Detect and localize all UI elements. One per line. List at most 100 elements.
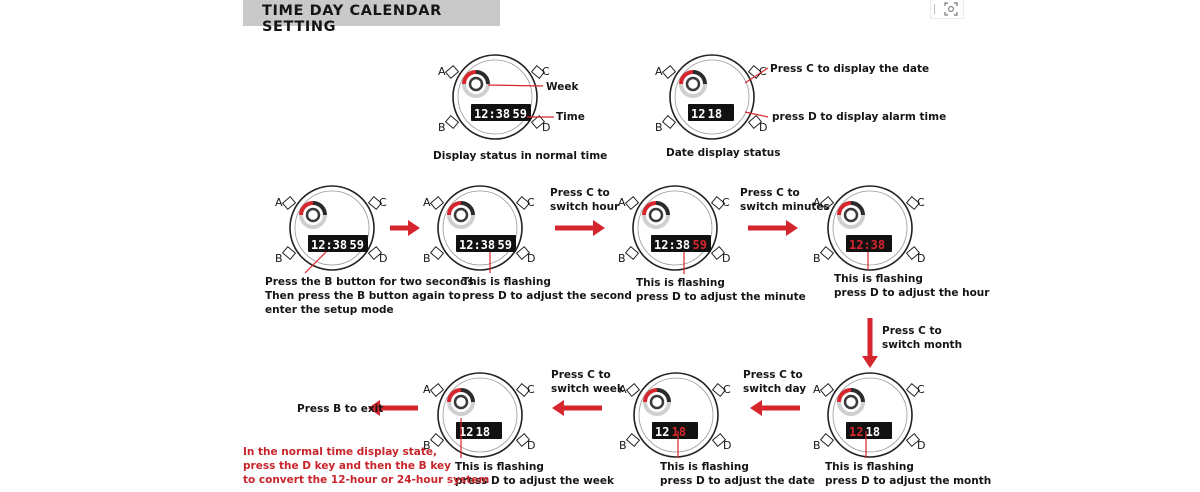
button-label-c: C	[542, 65, 550, 78]
button-label-d: D	[379, 252, 387, 265]
button-label-a: A	[619, 383, 627, 396]
watch-display-step6	[652, 422, 698, 439]
caption-normal-time: Display status in normal time	[433, 150, 608, 162]
button-label-c: C	[379, 196, 387, 209]
button-label-a: A	[423, 383, 431, 396]
flash5-line2: press D to adjust the date	[660, 475, 815, 487]
divider	[934, 4, 935, 14]
button-label-b: B	[655, 121, 663, 134]
press-c-day-line2: switch day	[743, 383, 807, 395]
display-digits-step6: 12	[655, 425, 669, 439]
display-digits-step7: 12	[459, 425, 473, 439]
watch-step1	[280, 184, 384, 272]
flash1-line2: press D to adjust the second	[462, 290, 632, 302]
display-digits-step5: 18	[866, 425, 880, 439]
press-c-min-line1: Press C to	[740, 187, 800, 199]
label-press-d-alarm: press D to display alarm time	[772, 111, 947, 123]
note-line3: to convert the 12-hour or 24-hour system	[243, 474, 490, 486]
watch-step2	[428, 184, 532, 272]
step1-line2: Then press the B button again to	[265, 290, 461, 302]
step1-line1: Press the B button for two seconds	[265, 276, 474, 288]
button-label-b: B	[813, 252, 821, 265]
watch-date	[660, 53, 764, 141]
arrow-step3-step4	[748, 220, 798, 236]
leader-week	[487, 84, 544, 87]
arrow-step4-step5	[862, 318, 878, 368]
label-week: Week	[546, 81, 579, 93]
flash2-line1: This is flashing	[636, 277, 725, 289]
display-digits-step7: 18	[476, 425, 490, 439]
watch-step6	[624, 371, 728, 459]
expand-icon	[944, 2, 958, 16]
flash1-line1: This is flashing	[462, 276, 551, 288]
press-c-hour-line2: switch hour	[550, 201, 620, 213]
flash3-line1: This is flashing	[834, 273, 923, 285]
button-label-b: B	[813, 439, 821, 452]
press-b-exit: Press B to exit	[297, 403, 384, 415]
button-label-c: C	[917, 383, 925, 396]
flash4-line2: press D to adjust the month	[825, 475, 992, 487]
button-label-d: D	[917, 439, 925, 452]
press-c-month-line1: Press C to	[882, 325, 942, 337]
flash5-line1: This is flashing	[660, 461, 749, 473]
watch-normal	[443, 53, 547, 141]
display-digits-step5: 12	[849, 425, 863, 439]
display-digits-normal: 12:38	[474, 107, 510, 121]
watch-step4	[818, 184, 922, 272]
press-c-day-line1: Press C to	[743, 369, 803, 381]
button-label-d: D	[542, 121, 550, 134]
button-label-a: A	[618, 196, 626, 209]
watch-display-step4	[846, 235, 892, 252]
button-label-b: B	[618, 252, 626, 265]
flash4-line1: This is flashing	[825, 461, 914, 473]
label-press-c-date: Press C to display the date	[770, 63, 930, 75]
button-label-a: A	[813, 196, 821, 209]
display-digits-step2: 12:38	[459, 238, 495, 252]
button-label-c: C	[527, 196, 535, 209]
button-label-d: D	[759, 121, 767, 134]
arrow-step1-step2	[390, 220, 420, 236]
display-digits-step1: 12:38	[311, 238, 347, 252]
button-label-d: D	[723, 439, 731, 452]
watch-display-normal	[471, 104, 531, 121]
display-digits-step6: 18	[672, 425, 686, 439]
flash2-line2: press D to adjust the minute	[636, 291, 806, 303]
button-label-a: A	[655, 65, 663, 78]
button-label-c: C	[722, 196, 730, 209]
button-label-b: B	[423, 252, 431, 265]
watch-step3	[623, 184, 727, 272]
press-c-month-line2: switch month	[882, 339, 963, 351]
button-label-a: A	[275, 196, 283, 209]
button-label-b: B	[275, 252, 283, 265]
button-label-d: D	[917, 252, 925, 265]
display-digits-step4: 12:38	[849, 238, 885, 252]
button-label-a: A	[438, 65, 446, 78]
flash3-line2: press D to adjust the hour	[834, 287, 990, 299]
button-label-a: A	[813, 383, 821, 396]
button-label-c: C	[723, 383, 731, 396]
display-digits-step2: 59	[498, 238, 512, 252]
display-digits-date: 12	[691, 107, 705, 121]
label-time: Time	[556, 111, 585, 123]
watch-display-step1	[308, 235, 368, 252]
watch-display-step2	[456, 235, 516, 252]
title-banner: TIME DAY CALENDAR SETTING	[243, 0, 500, 35]
press-c-min-line2: switch minutes	[740, 201, 830, 213]
press-c-week-line2: switch week	[551, 383, 624, 395]
button-label-a: A	[423, 196, 431, 209]
button-label-b: B	[619, 439, 627, 452]
display-digits-step1: 59	[350, 238, 364, 252]
button-label-d: D	[722, 252, 730, 265]
display-digits-step3: 12:38	[654, 238, 690, 252]
watch-display-step7	[456, 422, 502, 439]
step1-line3: enter the setup mode	[265, 304, 394, 316]
arrow-step2-step3	[555, 220, 605, 236]
watch-step7	[428, 371, 532, 459]
watch-display-date	[688, 104, 734, 121]
expand-button[interactable]	[930, 0, 964, 19]
button-label-b: B	[423, 439, 431, 452]
button-label-c: C	[527, 383, 535, 396]
note-line1: In the normal time display state,	[243, 446, 438, 458]
watch-display-step3	[651, 235, 711, 252]
leader-step1	[304, 251, 327, 274]
